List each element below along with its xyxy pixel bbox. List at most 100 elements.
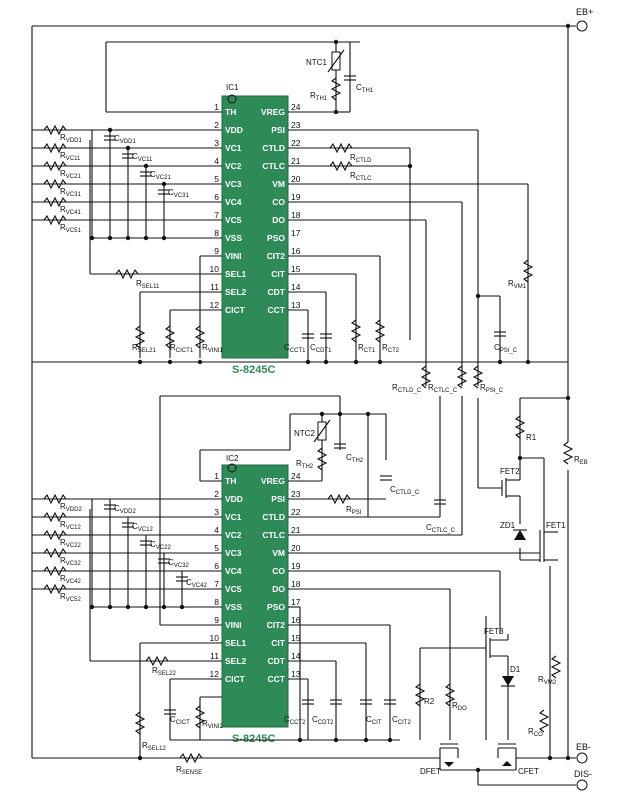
ic1-pin-num-3: 3 [214,138,219,148]
cth1-capacitor [344,75,356,81]
rsel21-resistor [134,325,146,349]
rvini1-label: RVINI1 [202,343,223,354]
zd1-zener [513,529,527,540]
ic1-pin-num-10: 10 [210,264,220,274]
ic2-right-network [288,396,540,740]
rcict1-resistor [164,325,176,349]
ic2-pin-name-1: TH [225,476,236,486]
ic1-pin-name-20: VM [272,179,285,189]
eb-minus-terminal[interactable] [576,752,588,764]
ic2-pin-num-9: 9 [214,615,219,625]
rsel12-label: RSEL12 [142,741,166,752]
rco-label: RCO [528,727,543,738]
ic1-pin-name-10: SEL1 [225,269,247,279]
ic1-pin-name-19: CO [272,197,285,207]
rvini2-resistor [194,705,206,729]
cvc42-label: CVC42 [186,578,207,589]
rvc11-label: RVC11 [60,151,81,162]
cvc12-label: CVC12 [132,522,153,533]
rvc32-resistor [43,547,67,559]
ic1-pin-num-23: 23 [291,120,301,130]
rpsi-label: RPSI [346,505,362,516]
ic2-pin-num-13: 13 [291,669,301,679]
rvdd2-resistor [43,493,67,505]
ic2-pin-name-22: CTLD [262,512,285,522]
rvc21-resistor [43,160,67,172]
ic2-pin-name-5: VC3 [225,548,242,558]
ic1-pin-name-12: CICT [225,305,246,315]
ic2-pin-num-2: 2 [214,489,219,499]
d1-label: D1 [510,665,521,674]
ic1-pin-num-13: 13 [291,300,301,310]
cvc42-capacitor [176,576,188,582]
ccdt2-label: CCDT2 [312,715,334,726]
ic2-pin-num-23: 23 [291,489,301,499]
ic2-pin-name-17: PSO [267,602,285,612]
ic2-pin-num-1: 1 [214,471,219,481]
ic2-part: S-8245C [232,733,275,745]
r1-resistor [514,415,526,439]
cfet-transistor [470,743,576,786]
ic2-pin-name-19: CO [272,566,285,576]
rcict1-label: RCICT1 [170,343,194,354]
ic2-pin-num-22: 22 [291,507,301,517]
cth2-capacitor [334,443,346,449]
cct-label: CCIT [366,715,382,726]
dis-minus-terminal[interactable] [576,779,588,791]
rvc41-label: RVC41 [60,205,81,216]
ic2-pin-name-2: VDD [225,494,243,504]
ic1-pin-name-6: VC4 [225,197,242,207]
ic2-pin-name-10: SEL1 [225,638,247,648]
rsel22-resistor [145,655,169,667]
rctld-c-label: RCTLD_C [392,383,422,394]
zd1-label: ZD1 [500,521,516,530]
ic2-pin-name-8: VSS [225,602,242,612]
rvc42-label: RVC42 [60,574,81,585]
dfet-label: DFET [420,767,441,776]
ccit2-capacitor [384,699,396,705]
rctlc-resistor [329,160,353,172]
junction-dots [89,23,571,773]
rctld-label: RCTLD [350,153,372,164]
rsel11-label: RSEL11 [136,279,160,290]
fet3-transistor [485,634,509,660]
ccdt1-label: CCDT1 [310,343,332,354]
rsel11-resistor [115,268,139,280]
rctlc-c-resistor [456,365,468,389]
cfet-label: CFET [518,767,539,776]
ic2-body [221,464,289,728]
d1-diode [501,676,515,687]
ic2-pin-name-4: VC2 [225,530,242,540]
ccct1-label: CCCT1 [284,343,306,354]
rvc11-resistor [43,142,67,154]
ntc1-thermistor [327,49,345,73]
ic1-pin-num-9: 9 [214,246,219,256]
rctld-c-resistor [420,365,432,389]
cvdd1-label: CVDD1 [114,134,136,145]
ic1-pin-name-8: VSS [225,233,242,243]
cvc22-capacitor [140,540,152,546]
cpsi-c-capacitor [494,331,506,337]
r1-label: R1 [526,433,537,442]
eb-plus-terminal[interactable] [576,20,588,32]
cctld-c-capacitor [380,475,392,481]
ic1-pin-num-24: 24 [291,102,301,112]
ic1-pin-num-17: 17 [291,228,301,238]
rco-resistor [538,709,550,733]
ccct2-label: CCCT2 [284,715,306,726]
ic2-pin-num-6: 6 [214,561,219,571]
cvc11-capacitor [122,153,134,159]
ic1-pin-num-19: 19 [291,192,301,202]
ic2-pin-num-19: 19 [291,561,301,571]
cvc12-capacitor [122,522,134,528]
r2-resistor [414,683,426,707]
rdo-resistor [444,683,456,707]
rvc52-resistor [43,583,67,595]
ic2-pin-num-20: 20 [291,543,301,553]
ic2-pin-num-12: 12 [210,669,220,679]
ccct2-capacitor [302,699,314,705]
rvc21-label: RVC21 [60,169,81,180]
ic1-pin-name-7: VC5 [225,215,242,225]
ic1-pin-name-3: VC1 [225,143,242,153]
ic1-pin-num-11: 11 [210,282,219,292]
